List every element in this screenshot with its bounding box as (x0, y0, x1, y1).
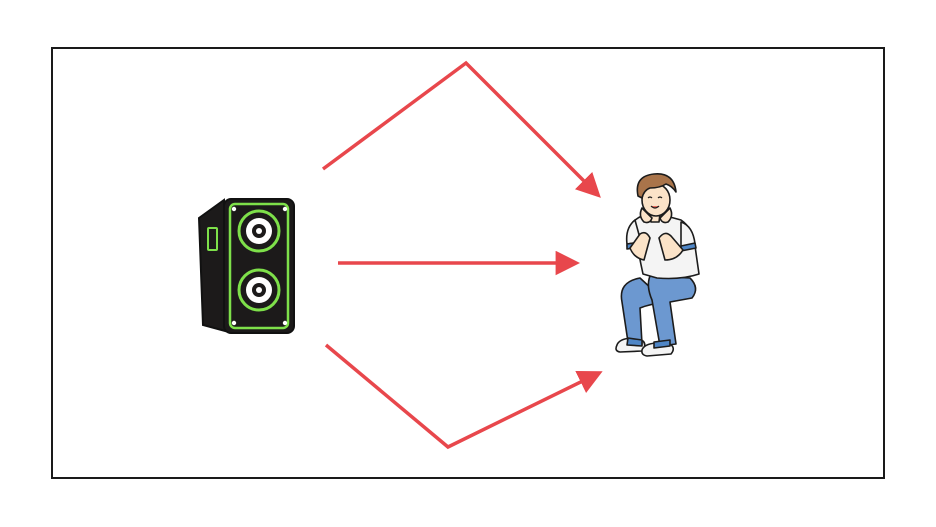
person-listening-icon (615, 173, 700, 357)
speaker-icon (197, 198, 295, 334)
reflected-bottom-arrow (324, 343, 603, 450)
reflected-top-arrow (321, 60, 601, 198)
diagram-frame (51, 47, 885, 479)
